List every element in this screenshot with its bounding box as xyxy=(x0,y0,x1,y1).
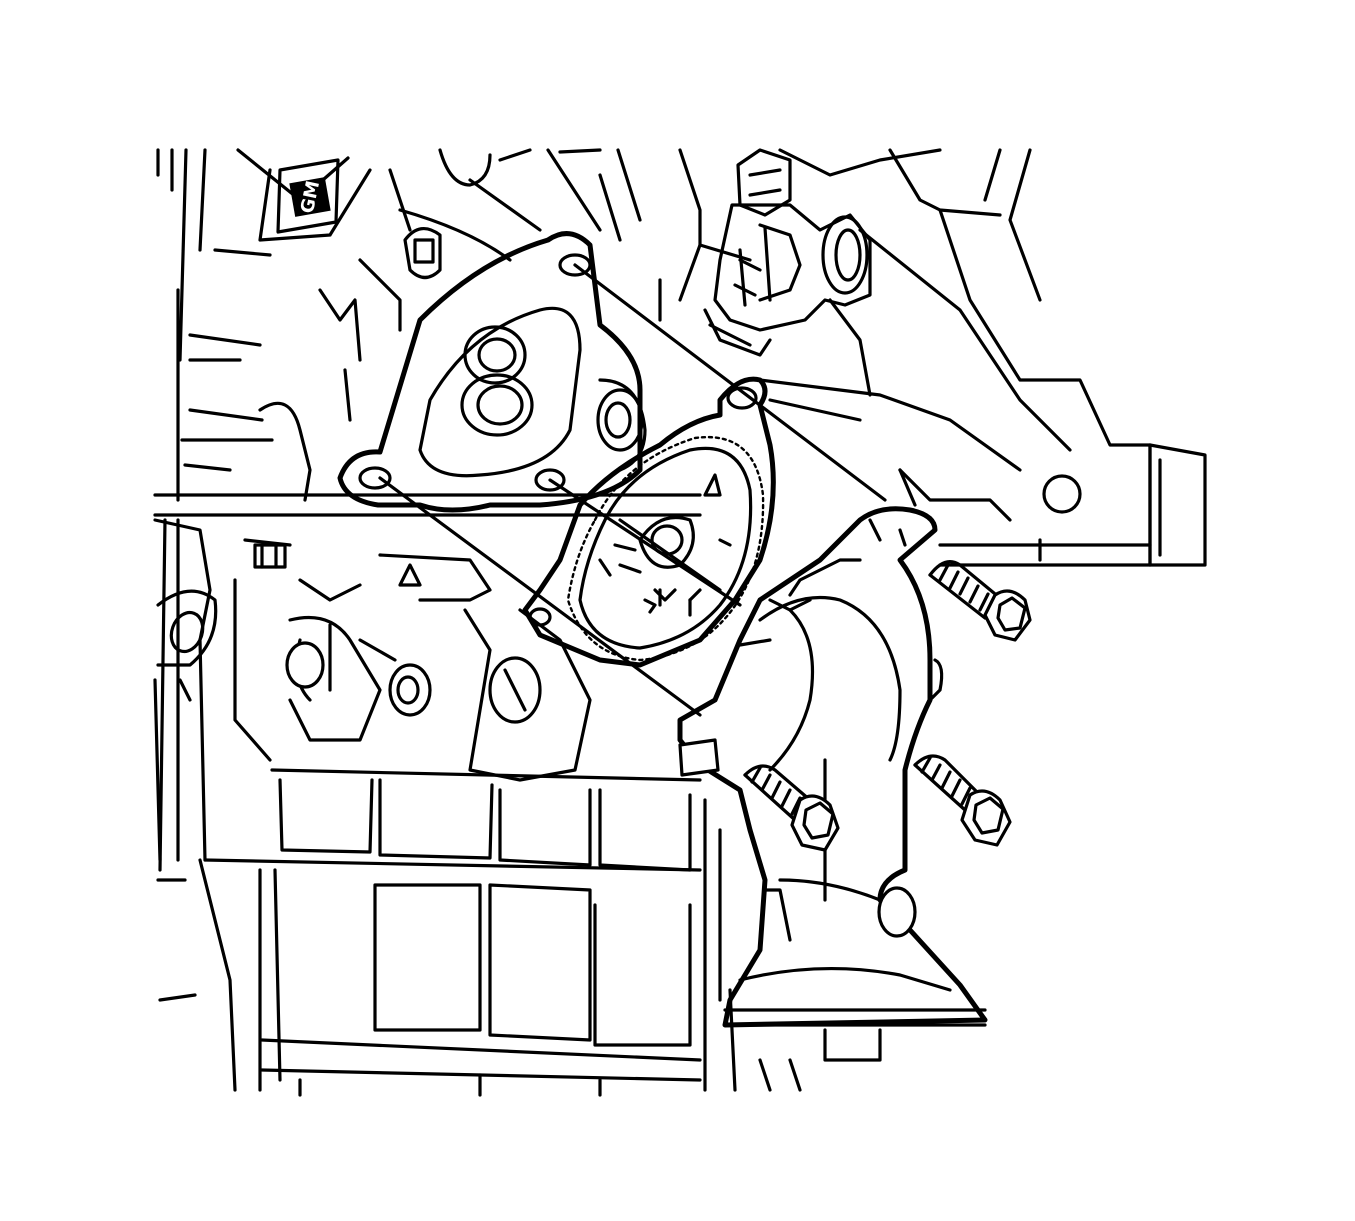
gm-logo: GM xyxy=(276,158,340,234)
gasket xyxy=(522,376,776,668)
triangle-marker xyxy=(298,553,492,602)
block-boss-middle xyxy=(285,615,432,742)
block-boss-lower xyxy=(463,608,592,782)
stud xyxy=(253,543,287,569)
water-pump-housing xyxy=(337,231,647,513)
sensor-connector xyxy=(703,148,872,357)
plug xyxy=(403,227,442,280)
bolt-lower-left xyxy=(743,764,840,852)
water-outlet xyxy=(677,506,988,1062)
block-boss-left xyxy=(156,589,218,667)
bolt-upper xyxy=(928,560,1032,642)
bolt-lower-right xyxy=(913,754,1012,847)
engine-block xyxy=(153,148,1207,872)
misc-lines xyxy=(598,243,917,602)
oil-pan xyxy=(153,518,802,1097)
